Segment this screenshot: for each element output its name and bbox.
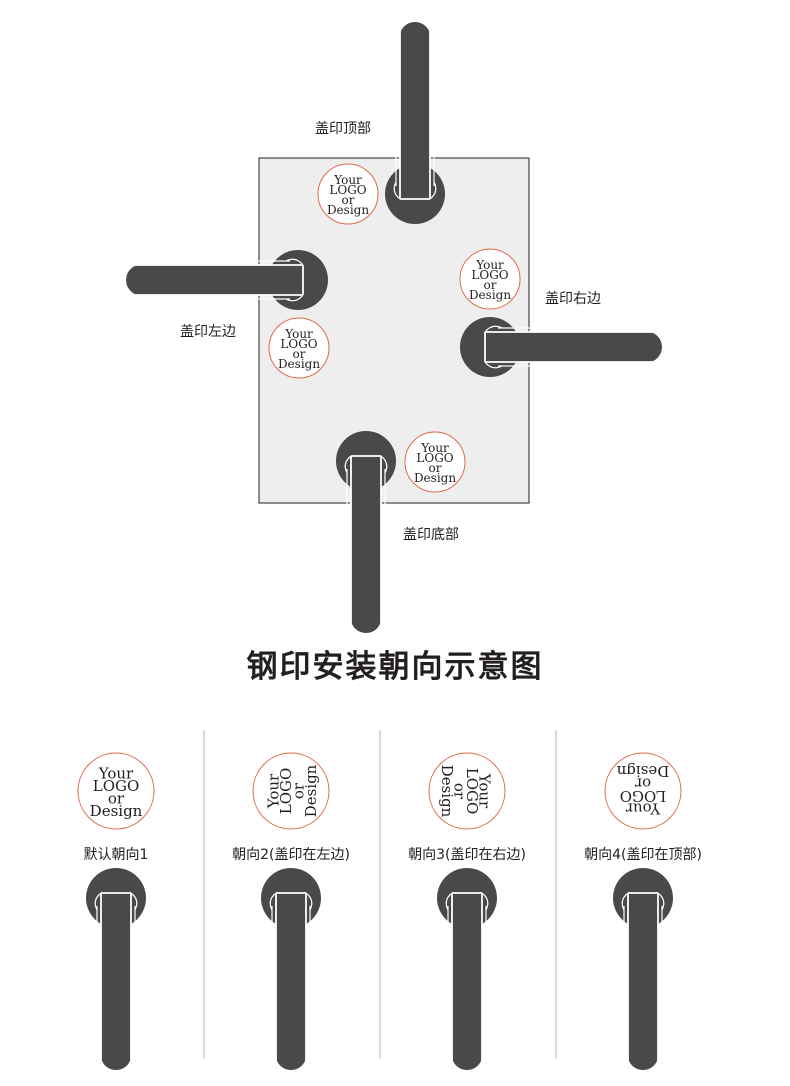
orientation-seal: Your LOGO or Design: [428, 752, 506, 830]
seal-text-line: Design: [414, 471, 456, 485]
orientation-label: 默认朝向1: [84, 847, 149, 863]
seal-text-line: Design: [616, 762, 669, 780]
embosser: [85, 867, 147, 1071]
seal-text-line: Design: [90, 802, 143, 820]
seal-text-line: Your: [475, 258, 504, 272]
orientation-2: Your LOGO or Design 朝向2(盖印在左边): [232, 752, 350, 1071]
seal-top: Your LOGO or Design: [317, 163, 379, 225]
seal-text-line: Your: [333, 173, 362, 187]
orientation-3: Your LOGO or Design 朝向3(盖印在右边): [408, 752, 526, 1071]
seal-text-line: Design: [469, 288, 511, 302]
seal-text-line: Design: [278, 357, 320, 371]
seal-text-line: Design: [302, 764, 320, 817]
embosser: [612, 867, 674, 1071]
seal-text-line: or: [108, 790, 125, 808]
seal-text-line: Your: [265, 773, 283, 809]
embosser: [436, 867, 498, 1071]
embosser-left: [125, 249, 329, 311]
page-title: 钢印安装朝向示意图: [247, 649, 544, 685]
seal-text-line: Your: [476, 773, 494, 809]
seal-text-line: or: [451, 783, 469, 800]
embosser-bottom: [335, 430, 397, 634]
seal-text-line: LOGO: [620, 787, 667, 805]
seal-left: Your LOGO or Design: [268, 317, 330, 379]
seal-text-line: or: [429, 461, 442, 475]
seal-text-line: or: [293, 347, 306, 361]
orientation-4: Your LOGO or Design 朝向4(盖印在顶部): [584, 752, 702, 1071]
label-right: 盖印右边: [545, 291, 601, 307]
seal-text-line: or: [290, 782, 308, 799]
seal-text-line: Design: [438, 765, 456, 818]
seal-text-line: Your: [420, 441, 449, 455]
seal-text-line: LOGO: [463, 768, 481, 815]
seal-right: Your LOGO or Design: [459, 248, 521, 310]
seal-text-line: LOGO: [280, 337, 317, 351]
seal-text-line: or: [484, 278, 497, 292]
seal-text-line: LOGO: [329, 183, 366, 197]
orientation-label: 朝向4(盖印在顶部): [584, 847, 702, 863]
orientation-label: 朝向2(盖印在左边): [232, 847, 350, 863]
embosser-top: [384, 21, 446, 225]
seal-text-line: LOGO: [93, 777, 140, 795]
seal-bottom: Your LOGO or Design: [404, 431, 466, 493]
orientation-1: Your LOGO or Design 默认朝向1: [77, 752, 155, 1071]
orientation-seal: Your LOGO or Design: [77, 752, 155, 830]
label-top: 盖印顶部: [315, 121, 371, 137]
seal-text-line: LOGO: [277, 768, 295, 815]
orientation-seal: Your LOGO or Design: [604, 752, 682, 830]
seal-text-line: Your: [625, 800, 661, 818]
seal-text-line: or: [634, 775, 651, 793]
embosser-right: [459, 316, 663, 378]
orientation-label: 朝向3(盖印在右边): [408, 847, 526, 863]
seal-text-line: LOGO: [471, 268, 508, 282]
seal-text-line: Your: [284, 327, 313, 341]
label-bottom: 盖印底部: [403, 527, 459, 543]
seal-text-line: Your: [98, 765, 134, 783]
orientation-seal: Your LOGO or Design: [252, 752, 330, 830]
seal-text-line: or: [342, 193, 355, 207]
label-left: 盖印左边: [180, 324, 236, 340]
embosser: [260, 867, 322, 1071]
seal-text-line: Design: [327, 203, 369, 217]
seal-text-line: LOGO: [416, 451, 453, 465]
